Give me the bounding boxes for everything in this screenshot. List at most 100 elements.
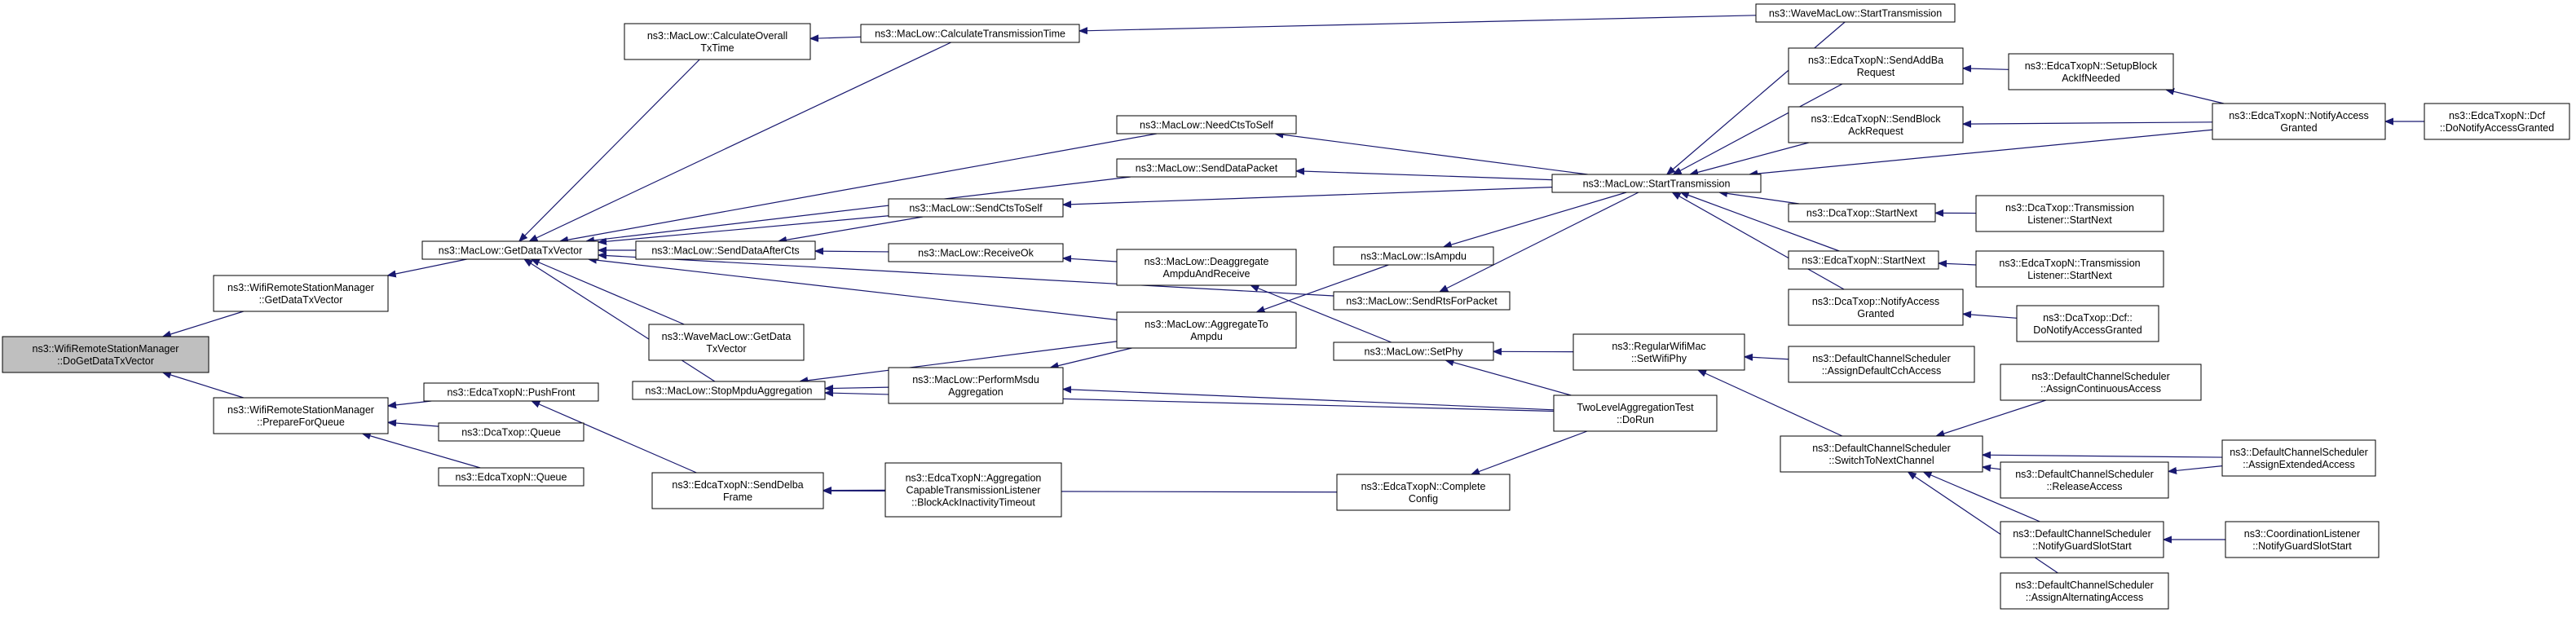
edge-n28-to-n18 — [1063, 389, 1555, 411]
graph-node[interactable]: ns3::MacLow::SetPhy — [1333, 342, 1494, 361]
graph-node[interactable]: TwoLevelAggregationTest::DoRun — [1553, 394, 1718, 432]
graph-node[interactable]: ns3::WaveMacLow::StartTransmission — [1755, 3, 1956, 23]
graph-node[interactable]: ns3::CoordinationListener::NotifyGuardSl… — [2225, 521, 2380, 558]
edge-n1-to-n0 — [163, 311, 244, 337]
node-label: AmpduAndReceive — [1162, 268, 1250, 280]
graph-node[interactable]: ns3::MacLow::ReceiveOk — [888, 243, 1064, 262]
node-label: CapableTransmissionListener — [906, 485, 1041, 496]
graph-node[interactable]: ns3::RegularWifiMac::SetWifiPhy — [1573, 333, 1745, 371]
graph-node[interactable]: ns3::DefaultChannelScheduler::AssignDefa… — [1788, 346, 1975, 383]
node-label: TxTime — [700, 42, 734, 54]
node-label: ns3::EdcaTxopN::SetupBlock — [2025, 60, 2158, 72]
node-label: ns3::DcaTxop::Queue — [461, 427, 561, 439]
graph-node[interactable]: ns3::MacLow::IsAmpdu — [1333, 246, 1494, 266]
graph-node[interactable]: ns3::MacLow::GetDataTxVector — [421, 240, 599, 260]
node-label: AckIfNeeded — [2062, 73, 2120, 84]
node-label: ::GetDataTxVector — [259, 294, 343, 306]
graph-node[interactable]: ns3::EdcaTxopN::StartNext — [1788, 250, 1939, 270]
edge-n8-to-n7 — [810, 37, 862, 38]
edge-n6-to-n2 — [363, 434, 481, 469]
graph-node[interactable]: ns3::EdcaTxopN::Queue — [438, 467, 584, 487]
root-node[interactable]: ns3::WifiRemoteStationManager::DoGetData… — [2, 336, 210, 373]
edge-n15-to-n3 — [532, 258, 685, 325]
graph-node[interactable]: ns3::DcaTxop::Queue — [438, 422, 584, 442]
graph-node[interactable]: ns3::MacLow::CalculateTransmissionTime — [860, 24, 1080, 43]
node-label: ns3::DcaTxop::Dcf:: — [2043, 312, 2133, 324]
graph-node[interactable]: ns3::DefaultChannelScheduler::SwitchToNe… — [1780, 435, 1983, 473]
graph-node[interactable]: ns3::DefaultChannelScheduler::AssignAlte… — [2000, 572, 2169, 610]
graph-node[interactable]: ns3::MacLow::StartTransmission — [1551, 174, 1762, 193]
edge-n38-to-n32 — [1939, 263, 1977, 265]
graph-node[interactable]: ns3::EdcaTxopN::PushFront — [423, 382, 599, 402]
node-label: ns3::RegularWifiMac — [1612, 341, 1705, 352]
node-label: ::DoGetDataTxVector — [57, 355, 154, 367]
edge-n19-to-n4 — [532, 400, 697, 474]
node-label: ns3::MacLow::ReceiveOk — [918, 248, 1034, 259]
graph-node[interactable]: ns3::DefaultChannelScheduler::AssignExte… — [2221, 439, 2376, 477]
edge-n34-to-n27 — [1745, 357, 1789, 359]
graph-node[interactable]: ns3::DcaTxop::StartNext — [1788, 203, 1936, 223]
graph-node[interactable]: ns3::MacLow::SendCtsToSelf — [888, 198, 1064, 218]
graph-node[interactable]: ns3::EdcaTxopN::NotifyAccessGranted — [2212, 103, 2386, 140]
node-box — [2424, 103, 2570, 140]
graph-node[interactable]: ns3::EdcaTxopN::Dcf::DoNotifyAccessGrant… — [2424, 103, 2570, 140]
node-label: ::AssignExtendedAccess — [2243, 459, 2355, 470]
graph-node[interactable]: ns3::DcaTxop::TransmissionListener::Star… — [1975, 195, 2164, 232]
node-label: ns3::WifiRemoteStationManager — [33, 343, 179, 355]
node-label: ns3::EdcaTxopN::SendAddBa — [1808, 55, 1943, 66]
edge-n29-to-n26 — [1674, 83, 1843, 174]
node-label: ::PrepareForQueue — [257, 416, 345, 428]
node-label: Request — [1857, 67, 1895, 78]
graph-node[interactable]: ns3::MacLow::NeedCtsToSelf — [1116, 115, 1297, 134]
graph-node[interactable]: ns3::DcaTxop::NotifyAccessGranted — [1788, 289, 1964, 326]
node-layer: ns3::WifiRemoteStationManager::DoGetData… — [2, 3, 2570, 610]
graph-node[interactable]: ns3::WifiRemoteStationManager::PrepareFo… — [213, 397, 389, 434]
graph-node[interactable]: ns3::EdcaTxopN::AggregationCapableTransm… — [884, 462, 1062, 518]
edge-n4-to-n2 — [388, 400, 432, 406]
graph-node[interactable]: ns3::WaveMacLow::GetDataTxVector — [648, 324, 805, 361]
node-box — [884, 462, 1062, 518]
node-box — [2016, 305, 2159, 342]
node-box — [1788, 250, 1939, 270]
graph-node[interactable]: ns3::DefaultChannelScheduler::AssignCont… — [2000, 364, 2202, 401]
node-box — [2221, 439, 2376, 477]
edge-n10-to-n3 — [586, 176, 1131, 241]
graph-node[interactable]: ns3::DefaultChannelScheduler::NotifyGuar… — [2000, 521, 2164, 558]
node-label: ::SetWifiPhy — [1631, 353, 1687, 364]
graph-node[interactable]: ns3::WifiRemoteStationManager::GetDataTx… — [213, 275, 389, 312]
node-label: ::AssignContinuousAccess — [2040, 383, 2161, 394]
node-box — [860, 24, 1080, 43]
node-label: ::DoNotifyAccessGranted — [2440, 122, 2554, 134]
graph-node[interactable]: ns3::MacLow::StopMpduAggregation — [632, 381, 826, 400]
node-box — [2000, 521, 2164, 558]
node-label: ns3::EdcaTxopN::PushFront — [447, 387, 576, 399]
node-label: ns3::EdcaTxopN::Aggregation — [906, 473, 1042, 484]
edge-n28-to-n23 — [1445, 360, 1572, 396]
graph-node[interactable]: ns3::MacLow::SendRtsForPacket — [1333, 291, 1511, 311]
node-box — [648, 324, 805, 361]
edge-n5-to-n2 — [388, 422, 439, 426]
node-label: Granted — [1857, 308, 1894, 320]
graph-node[interactable]: ns3::DcaTxop::Dcf::DoNotifyAccessGranted — [2016, 305, 2159, 342]
graph-node[interactable]: ns3::MacLow::SendDataPacket — [1116, 158, 1297, 178]
node-label: ns3::WifiRemoteStationManager — [227, 282, 374, 293]
edge-n14-to-n13 — [1063, 258, 1118, 262]
graph-node[interactable]: ns3::EdcaTxopN::TransmissionListener::St… — [1975, 250, 2164, 288]
graph-node[interactable]: ns3::MacLow::SendDataAfterCts — [635, 240, 816, 260]
graph-node[interactable]: ns3::DefaultChannelScheduler::ReleaseAcc… — [2000, 461, 2169, 499]
node-box — [1116, 249, 1297, 286]
edge-n44-to-n30 — [1963, 122, 2213, 124]
node-label: ns3::EdcaTxopN::SendDelba — [672, 479, 803, 491]
edge-n30-to-n26 — [1690, 142, 1809, 174]
edge-n26-to-n10 — [1296, 171, 1553, 181]
